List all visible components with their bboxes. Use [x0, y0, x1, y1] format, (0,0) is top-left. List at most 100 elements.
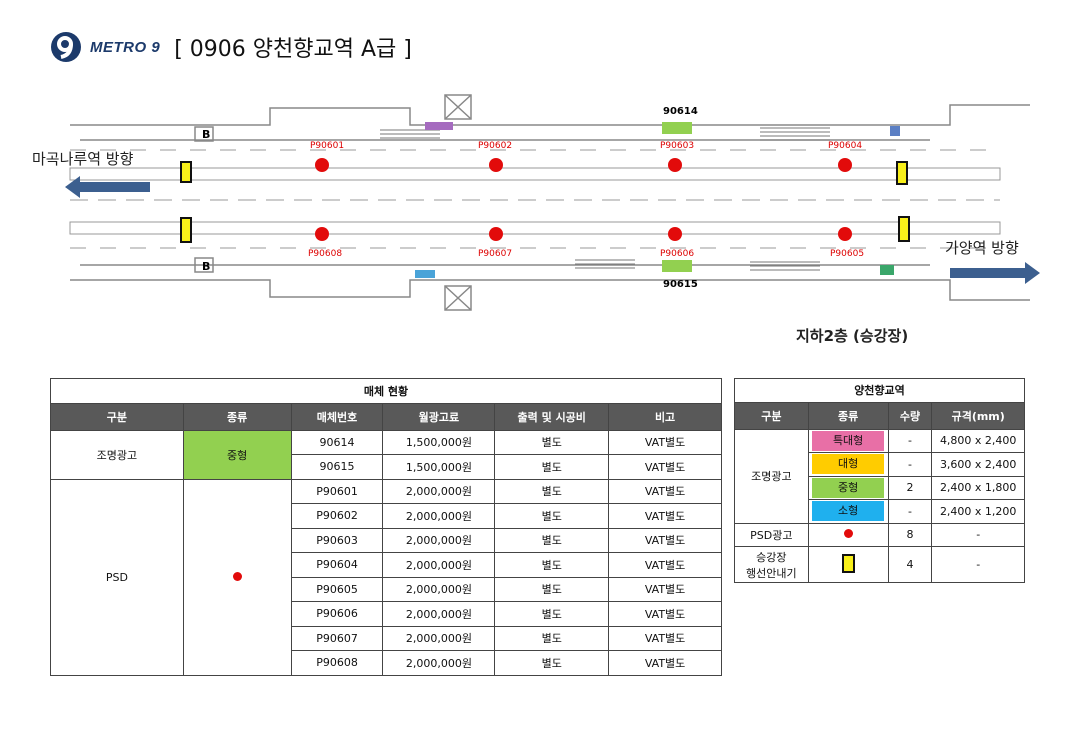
b-mark: B — [202, 260, 210, 273]
col-header: 월광고료 — [382, 402, 496, 431]
spec-row: 소형 - 2,400 x 1,200 — [735, 499, 1025, 524]
spec-qty: 4 — [887, 546, 933, 583]
tracks — [69, 149, 1001, 249]
psd-dot — [315, 158, 329, 172]
spec-size: - — [931, 522, 1025, 547]
psd-label: P90602 — [478, 141, 512, 151]
output-cost: 별도 — [494, 650, 610, 676]
spec-kind: 중형 — [807, 475, 889, 500]
spec-kind: 특대형 — [807, 428, 889, 453]
media-code: P90606 — [290, 601, 384, 627]
spec-table-caption: 양천향교역 — [734, 378, 1025, 403]
psd-label: P90607 — [478, 249, 512, 259]
colored-media-block — [880, 265, 894, 275]
note: VAT별도 — [608, 478, 722, 504]
kind-swatch: 대형 — [812, 454, 885, 475]
spec-category: PSD광고 — [734, 522, 809, 547]
spec-category-line: 행선안내기 — [746, 566, 797, 580]
spec-row: 대형 - 3,600 x 2,400 — [735, 452, 1025, 477]
page-header: METRO 9 [ 0906 양천향교역 A급 ] — [50, 30, 412, 64]
table-row: 조명광고 중형 90614 1,500,000원 별도 VAT별도 — [50, 429, 722, 480]
psd-dot — [838, 227, 852, 241]
spec-category: 조명광고 — [734, 428, 809, 524]
kind-swatch: 중형 — [812, 477, 885, 498]
note: VAT별도 — [608, 429, 722, 455]
category-cell: 조명광고 — [50, 429, 184, 480]
destination-guide-sign — [898, 216, 910, 242]
media-code: P90603 — [290, 527, 384, 553]
output-cost: 별도 — [494, 454, 610, 480]
media-code: P90604 — [290, 552, 384, 578]
spec-row: PSD광고 8 - — [734, 522, 1025, 547]
spec-kind — [807, 546, 889, 583]
psd-dot — [315, 227, 329, 241]
output-cost: 별도 — [494, 478, 610, 504]
note: VAT별도 — [608, 527, 722, 553]
kind-swatch: 특대형 — [812, 430, 885, 451]
spec-qty: - — [887, 452, 933, 477]
spec-kind: 소형 — [807, 499, 889, 524]
page-title: [ 0906 양천향교역 A급 ] — [174, 37, 412, 62]
destination-guide-sign — [180, 217, 192, 243]
metro9-logo-icon — [51, 32, 81, 62]
brand-name: METRO 9 — [90, 38, 161, 56]
psd-dot — [668, 158, 682, 172]
col-header: 비고 — [608, 402, 722, 431]
col-header: 매체번호 — [290, 402, 384, 431]
col-header: 종류 — [182, 402, 292, 431]
monthly-fee: 2,000,000원 — [382, 601, 496, 627]
psd-top-row: P90601 P90602 P90603 P90604 — [310, 141, 862, 172]
spec-col-header: 구분 — [734, 401, 809, 430]
spec-qty: 2 — [887, 475, 933, 500]
red-dot-icon — [843, 529, 853, 539]
monthly-fee: 2,000,000원 — [382, 478, 496, 504]
col-header: 구분 — [50, 402, 184, 431]
b-mark: B — [202, 128, 210, 141]
psd-label: P90606 — [660, 249, 694, 259]
stairs — [380, 127, 830, 271]
col-header: 출력 및 시공비 — [494, 402, 610, 431]
spec-qty: 8 — [887, 522, 933, 547]
destination-guide-sign — [180, 161, 192, 183]
yellow-sign-icon — [841, 553, 855, 573]
output-cost: 별도 — [494, 625, 610, 651]
output-cost: 별도 — [494, 429, 610, 455]
table-row: 90615 1,500,000원 별도 VAT별도 — [51, 454, 722, 480]
table-row: P90608 2,000,000원 별도 VAT별도 — [51, 650, 722, 676]
psd-dot — [489, 227, 503, 241]
output-cost: 별도 — [494, 503, 610, 529]
table-row: P90603 2,000,000원 별도 VAT별도 — [51, 527, 722, 553]
spec-row: 중형 2 2,400 x 1,800 — [735, 475, 1025, 500]
media-code: 90614 — [290, 429, 384, 455]
table-caption: 매체 현황 — [50, 378, 722, 404]
monthly-fee: 1,500,000원 — [382, 429, 496, 455]
note: VAT별도 — [608, 454, 722, 480]
monthly-fee: 2,000,000원 — [382, 650, 496, 676]
monthly-fee: 2,000,000원 — [382, 552, 496, 578]
kind-cell — [182, 478, 292, 676]
spec-size: 4,800 x 2,400 — [931, 428, 1025, 453]
left-direction-label: 마곡나루역 방향 — [32, 150, 134, 168]
note: VAT별도 — [608, 601, 722, 627]
media-code: P90601 — [290, 478, 384, 504]
monthly-fee: 1,500,000원 — [382, 454, 496, 480]
spec-qty: - — [887, 428, 933, 453]
psd-dot — [668, 227, 682, 241]
left-direction-arrow — [65, 176, 150, 198]
psd-label: P90604 — [828, 141, 862, 151]
spec-qty: - — [887, 499, 933, 524]
media-status-table: 매체 현황 구분 종류 매체번호 월광고료 출력 및 시공비 비고 조명광고 중… — [50, 378, 722, 676]
psd-label: P90601 — [310, 141, 344, 151]
output-cost: 별도 — [494, 552, 610, 578]
media-code: P90602 — [290, 503, 384, 529]
media-code: P90605 — [290, 576, 384, 602]
media-label-90615: 90615 — [663, 279, 698, 290]
output-cost: 별도 — [494, 527, 610, 553]
right-direction-label: 가양역 방향 — [945, 239, 1019, 257]
spec-col-header: 종류 — [807, 401, 889, 430]
spec-size: - — [931, 546, 1025, 583]
psd-dot — [489, 158, 503, 172]
media-code: P90608 — [290, 650, 384, 676]
